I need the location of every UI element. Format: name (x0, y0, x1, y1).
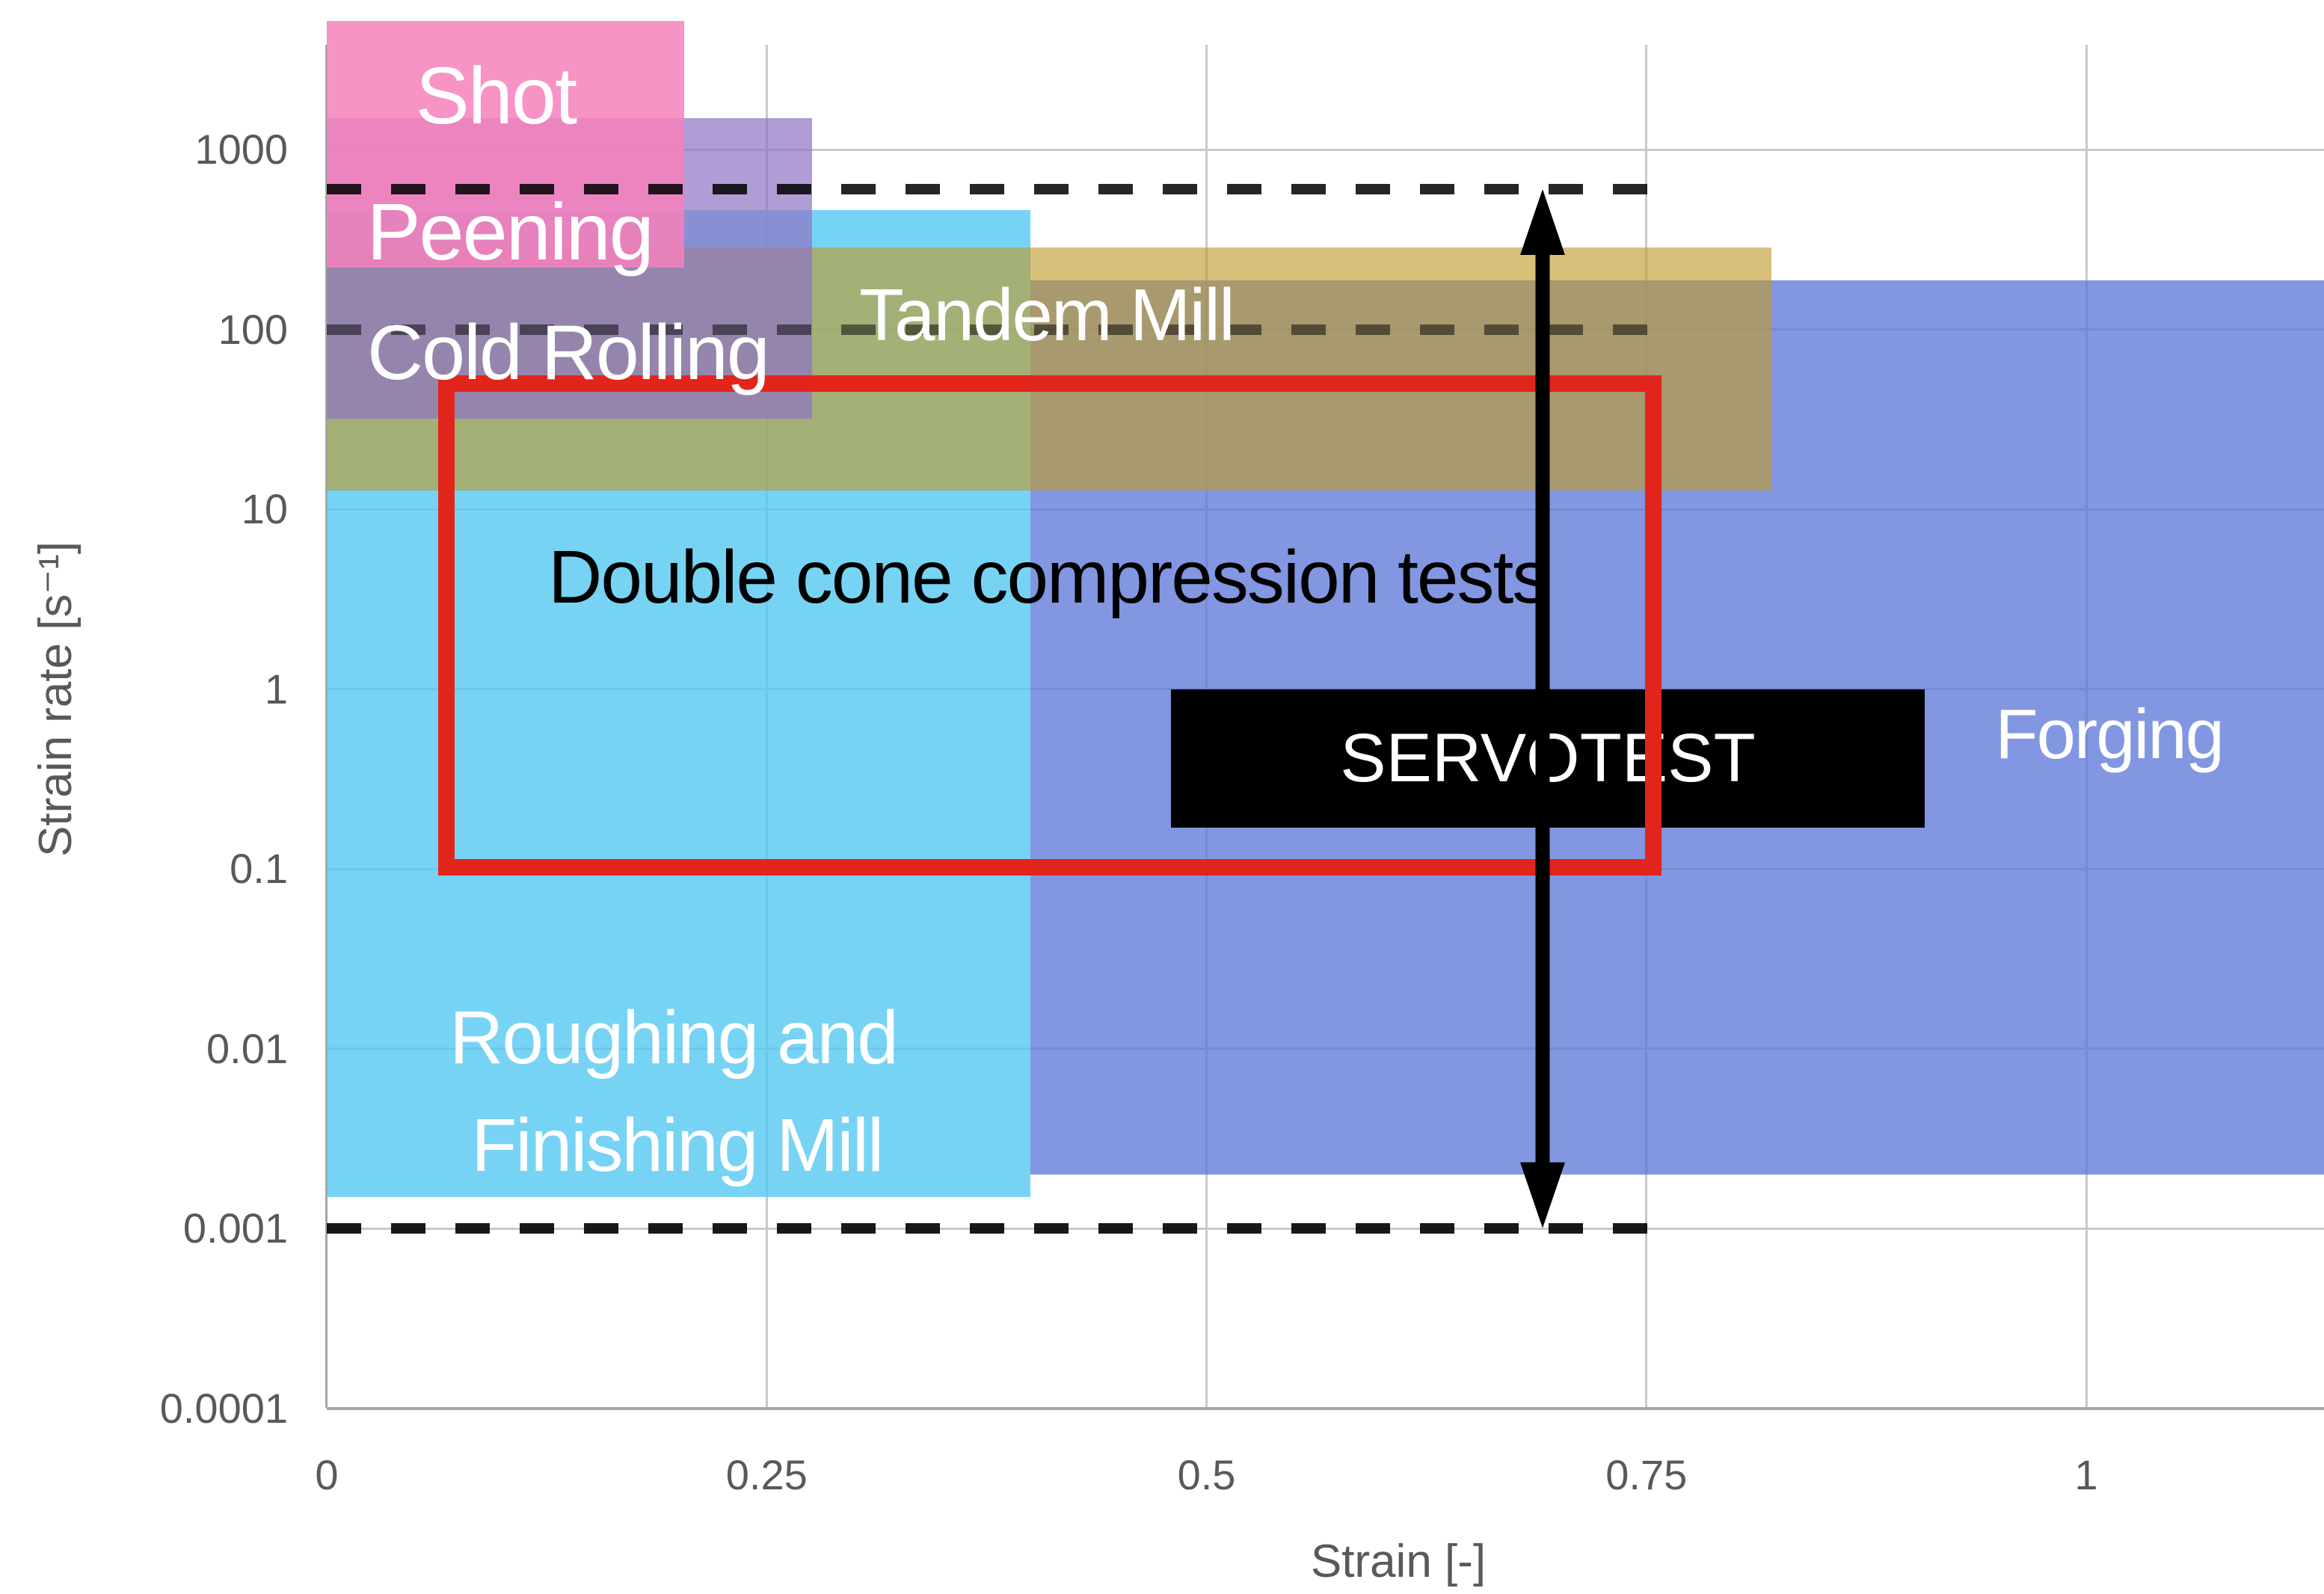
x-tick-label: 0 (315, 1451, 339, 1498)
x-tick-label: 0.5 (1177, 1451, 1236, 1498)
label-peening: Peening (366, 185, 654, 277)
x-tick-label: 0.75 (1605, 1451, 1688, 1498)
x-axis-title: Strain [-] (1310, 1536, 1487, 1587)
y-tick-label: 0.01 (206, 1024, 288, 1072)
arrowhead-down (1519, 1162, 1565, 1228)
y-axis-line (325, 45, 328, 1408)
y-tick-label: 1 (264, 665, 288, 713)
double-headed-arrow (1519, 189, 1565, 1228)
y-axis-title: Strain rate [s⁻¹] (30, 541, 82, 858)
arrowhead-up (1519, 189, 1565, 256)
y-tick-label: 10 (241, 485, 288, 532)
gridline-horizontal (327, 148, 2324, 151)
x-tick-label: 0.25 (725, 1451, 808, 1498)
y-tick-label: 0.001 (182, 1204, 288, 1252)
label-double-cone: Double cone compression tests (548, 535, 1549, 619)
dashed-line-dash-600 (327, 184, 1650, 195)
label-shot: Shot (415, 49, 577, 141)
label-tandem-mill: Tandem Mill (858, 274, 1235, 357)
x-axis-line (327, 1407, 2324, 1410)
y-tick-label: 0.0001 (159, 1384, 288, 1432)
y-tick-label: 100 (218, 305, 288, 353)
y-tick-label: 0.1 (230, 845, 288, 892)
double-cone-outline-box (438, 375, 1662, 876)
label-cold-rolling: Cold Rolling (366, 309, 770, 396)
x-tick-label: 1 (2074, 1451, 2098, 1498)
region-shot-peening (327, 20, 684, 268)
label-forging: Forging (1995, 695, 2225, 774)
label-roughing-and: Roughing and (449, 995, 899, 1080)
y-tick-label: 1000 (194, 126, 288, 173)
label-finishing-mill: Finishing Mill (471, 1103, 884, 1187)
dashed-line-dash-100 (327, 324, 1650, 335)
dashed-line-dash-0001 (327, 1223, 1650, 1234)
